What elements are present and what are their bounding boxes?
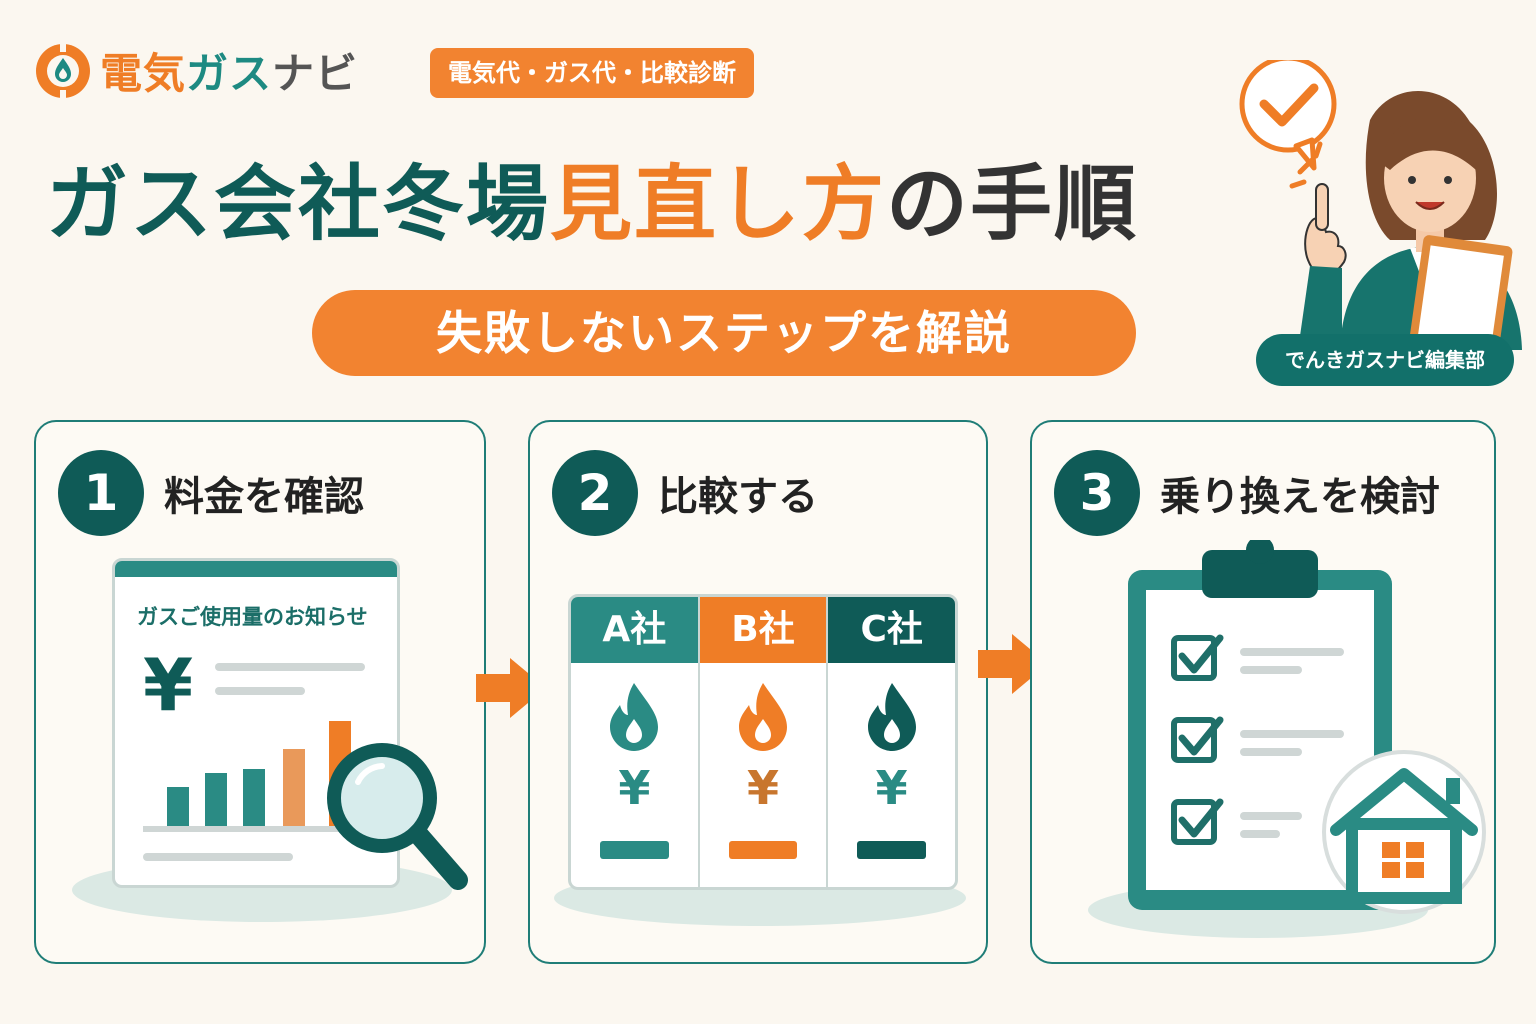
flame-icon — [610, 683, 659, 751]
arrow-right-icon — [476, 658, 546, 718]
logo-text-navi: ナビ — [272, 49, 359, 98]
flame-logo-icon — [36, 41, 90, 100]
yen-symbol: ¥ — [143, 643, 194, 727]
arrow-right-icon — [978, 634, 1048, 694]
step-header-2: 2 比較する — [552, 450, 818, 536]
tagline-badge: 電気代・ガス代・比較診断 — [430, 48, 754, 98]
step-title-1: 料金を確認 — [164, 474, 364, 520]
step-number-3: 3 — [1054, 450, 1140, 536]
step-number-1: 1 — [58, 450, 144, 536]
company-label-c: C社 — [828, 597, 955, 663]
yen-symbol: ¥ — [875, 761, 908, 815]
editor-illustration — [1239, 60, 1522, 350]
bill-header-bar — [115, 561, 397, 577]
company-column-c: C社 ¥ — [828, 597, 955, 887]
title-part-2: 見直し方 — [550, 157, 887, 252]
step-header-1: 1 料金を確認 — [58, 450, 364, 536]
checklist-clipboard-icon — [1128, 540, 1486, 914]
bill-title: ガスご使用量のお知らせ — [137, 605, 368, 629]
step-number-2: 2 — [552, 450, 638, 536]
price-bar — [857, 841, 927, 859]
logo-text-gas: ガス — [186, 49, 273, 98]
company-label-b: B社 — [699, 597, 827, 663]
magnifier-icon — [327, 743, 468, 890]
step-card-3: 3 乗り換えを検討 — [1030, 420, 1496, 964]
yen-symbol: ¥ — [618, 761, 651, 815]
step-card-2: 2 比較する A社 ¥ B社 ¥ C社 — [528, 420, 988, 964]
company-column-b: B社 ¥ — [699, 597, 829, 887]
logo-text-denki: 電気 — [100, 49, 187, 98]
title-part-3: の手順 — [886, 157, 1139, 252]
flame-icon — [739, 683, 787, 751]
logo-text: 電気ガスナビ — [100, 40, 358, 101]
check-bubble-icon — [1239, 60, 1337, 171]
company-label-a: A社 — [571, 597, 698, 663]
clipboard-small-icon — [1409, 235, 1513, 350]
title-part-1: ガス会社冬場 — [46, 157, 551, 252]
editor-badge: でんきガスナビ編集部 — [1256, 334, 1514, 386]
page-title: ガス会社冬場見直し方の手順 — [46, 157, 1139, 252]
step-header-3: 3 乗り換えを検討 — [1054, 450, 1440, 536]
house-icon — [1322, 750, 1486, 914]
subtitle-pill: 失敗しないステップを解説 — [312, 290, 1136, 376]
step-title-3: 乗り換えを検討 — [1160, 474, 1440, 520]
step-title-2: 比較する — [658, 474, 818, 520]
brand-logo[interactable]: 電気ガスナビ — [34, 40, 358, 101]
company-column-a: A社 ¥ — [571, 597, 700, 887]
price-bar — [728, 841, 798, 859]
step-card-1: 1 料金を確認 ガスご使用量のお知らせ ¥ — [34, 420, 486, 964]
price-bar — [600, 841, 669, 859]
company-comparison-table: A社 ¥ B社 ¥ C社 ¥ — [568, 594, 958, 890]
yen-symbol: ¥ — [747, 761, 780, 815]
flame-icon — [867, 683, 916, 751]
